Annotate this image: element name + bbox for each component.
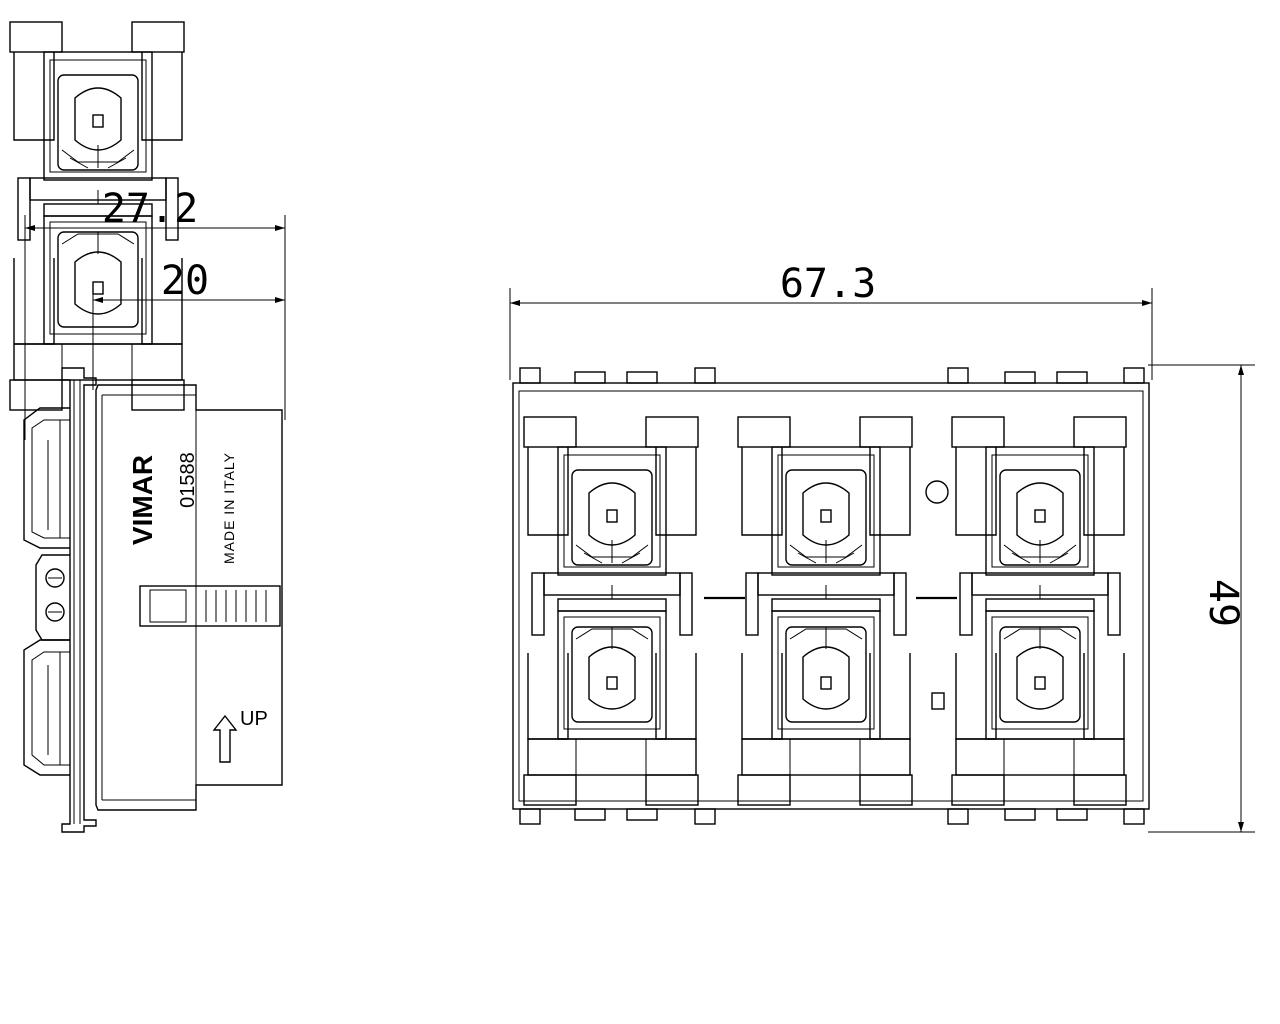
switch-module [9,21,185,411]
top-tabs [519,367,1145,384]
center-hole [925,480,949,504]
dimension-width: 67.3 [509,261,1153,380]
center-slot [931,692,945,710]
bottom-tabs [519,808,1145,825]
dimension-depth-total-label: 27.2 [102,186,198,232]
side-view: VIMAR 01588 MADE IN ITALY UP [23,367,283,833]
front-view [9,21,1150,825]
dimension-height-label: 49 [1200,579,1246,627]
dimension-depth-body-label: 20 [161,258,209,304]
up-arrow-icon [212,714,238,763]
dimension-width-label: 67.3 [780,261,876,307]
origin-label: MADE IN ITALY [221,452,237,564]
dimension-depth-total: 27.2 [24,186,286,440]
dimension-height: 49 [1148,364,1255,833]
brand-label: VIMAR [127,455,158,545]
up-label: UP [240,708,268,730]
dimension-depth-body: 20 [92,258,285,390]
part-number-label: 01588 [177,452,199,508]
